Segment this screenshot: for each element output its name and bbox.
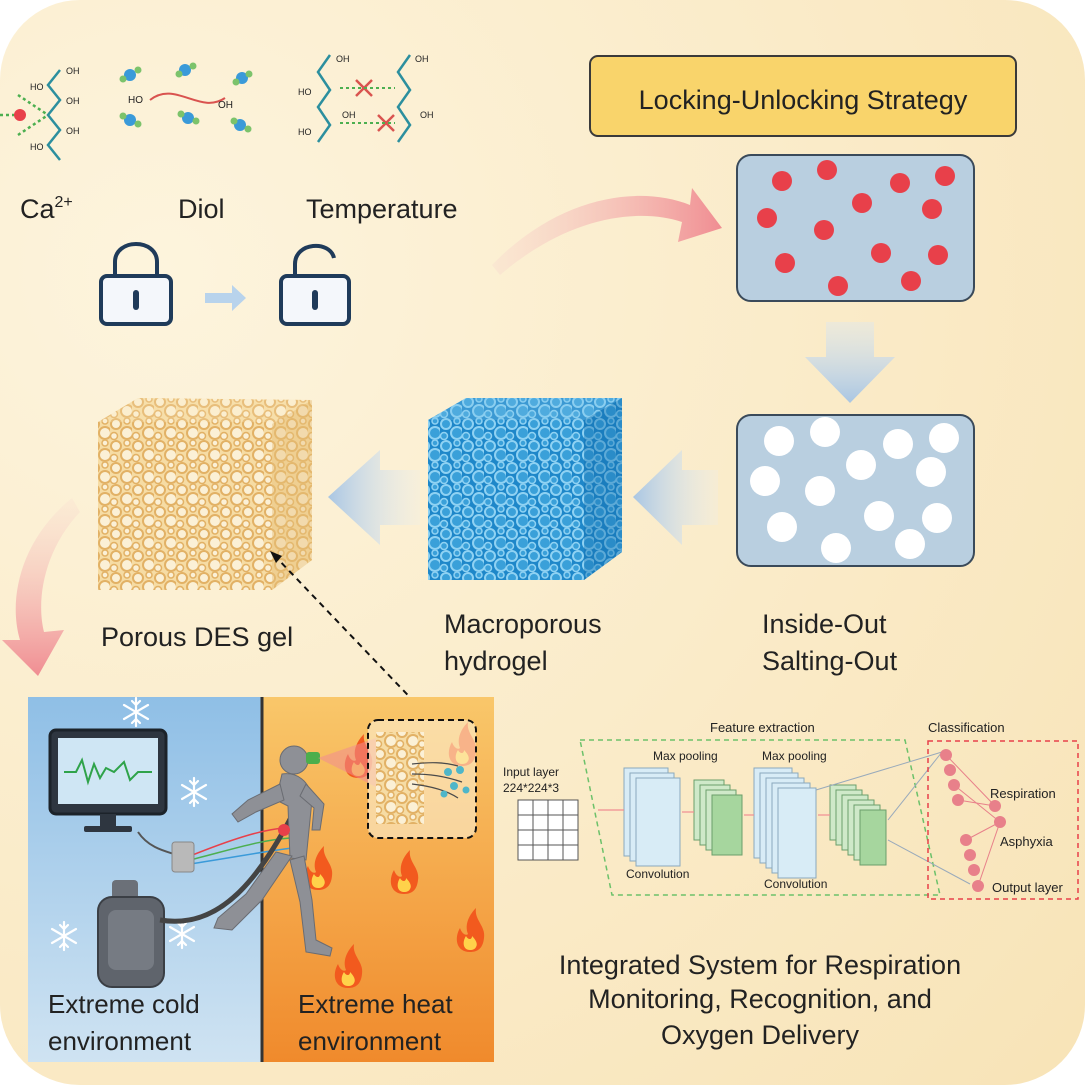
oh-label: OH — [415, 54, 429, 64]
input-size-label: 224*224*3 — [503, 781, 559, 795]
temperature-label: Temperature — [306, 194, 458, 224]
porous-des-gel-label: Porous DES gel — [101, 622, 293, 652]
ca-crosslink-sketch: OH OH OH HO HO — [0, 66, 80, 161]
asphyxia-label: Asphyxia — [1000, 834, 1054, 849]
oxygen-tank-icon — [97, 880, 165, 988]
pink-curved-arrow-top — [492, 188, 722, 275]
oh-label: OH — [342, 110, 356, 120]
lock-closed-icon — [99, 242, 173, 326]
diol-label: Diol — [178, 194, 225, 224]
max-pooling-label-2: Max pooling — [762, 749, 827, 763]
output-layer-label: Output layer — [992, 880, 1063, 895]
white-pores — [750, 417, 959, 563]
cold-label-line1: Extreme cold — [48, 989, 200, 1019]
classification-box — [927, 740, 1079, 900]
red-dot-panel — [736, 154, 975, 302]
ca-label: Ca2+ — [20, 194, 73, 224]
caption-line1: Integrated System for Respiration — [559, 950, 961, 980]
caption-line2: Monitoring, Recognition, and — [588, 984, 932, 1014]
pink-curved-arrow-left — [2, 498, 80, 676]
environment-scene: Extreme cold environment Extreme heat en… — [28, 696, 494, 1062]
cold-label-line2: environment — [48, 1026, 192, 1056]
inside-out-label: Inside-Out — [762, 609, 887, 639]
salting-out-label: Salting-Out — [762, 646, 898, 676]
locking-unlocking-header: Locking-Unlocking Strategy — [589, 55, 1017, 137]
oh-label: OH — [218, 100, 233, 111]
input-layer-label: Input layer — [503, 765, 559, 779]
ho-label: HO — [30, 142, 44, 152]
blue-down-arrow — [805, 322, 895, 403]
convolution-label-1: Convolution — [626, 867, 689, 881]
convolution-label-2: Convolution — [764, 877, 827, 891]
blue-left-arrow-left — [328, 450, 420, 545]
magnified-inset — [367, 719, 477, 839]
cnn-diagram: Input layer 224*224*3 Feature extraction… — [503, 720, 1079, 900]
lock-open-icon — [279, 243, 351, 326]
ho-label: HO — [298, 127, 312, 137]
macroporous-hydrogel-cube — [428, 398, 622, 580]
oh-label: OH — [336, 54, 350, 64]
ho-label: HO — [30, 82, 44, 92]
hydrogel-label: hydrogel — [444, 646, 548, 676]
pool-block-1 — [693, 779, 743, 856]
macroporous-label: Macroporous — [444, 609, 602, 639]
input-grid — [517, 799, 579, 861]
feature-extraction-box — [579, 739, 941, 896]
oh-label: OH — [66, 66, 80, 76]
header-label: Locking-Unlocking Strategy — [639, 85, 968, 115]
white-pore-panel — [736, 414, 975, 567]
blue-left-arrow-right — [633, 450, 718, 545]
classification-label: Classification — [928, 720, 1005, 735]
lock-transition-arrow — [205, 285, 246, 311]
porous-des-gel-cube — [98, 398, 312, 590]
conv-block-1 — [623, 767, 681, 867]
diol-sketch: HO OH — [119, 62, 253, 133]
red-dots — [757, 160, 955, 296]
ho-label: HO — [298, 87, 312, 97]
oh-label: OH — [420, 110, 434, 120]
oh-label: OH — [66, 96, 80, 106]
feature-extraction-label: Feature extraction — [710, 720, 815, 735]
conv-block-2 — [753, 767, 817, 879]
heat-label-line1: Extreme heat — [298, 989, 453, 1019]
heat-label-line2: environment — [298, 1026, 442, 1056]
max-pooling-label-1: Max pooling — [653, 749, 718, 763]
dashed-connector — [273, 554, 425, 713]
respiration-label: Respiration — [990, 786, 1056, 801]
oh-label: OH — [66, 126, 80, 136]
ho-label: HO — [128, 95, 143, 106]
pool-block-2 — [829, 784, 887, 866]
temperature-sketch: OH OH HO OH OH HO — [298, 54, 434, 143]
monitor-icon — [48, 728, 168, 832]
caption-line3: Oxygen Delivery — [661, 1020, 860, 1050]
runner-icon — [213, 745, 333, 957]
